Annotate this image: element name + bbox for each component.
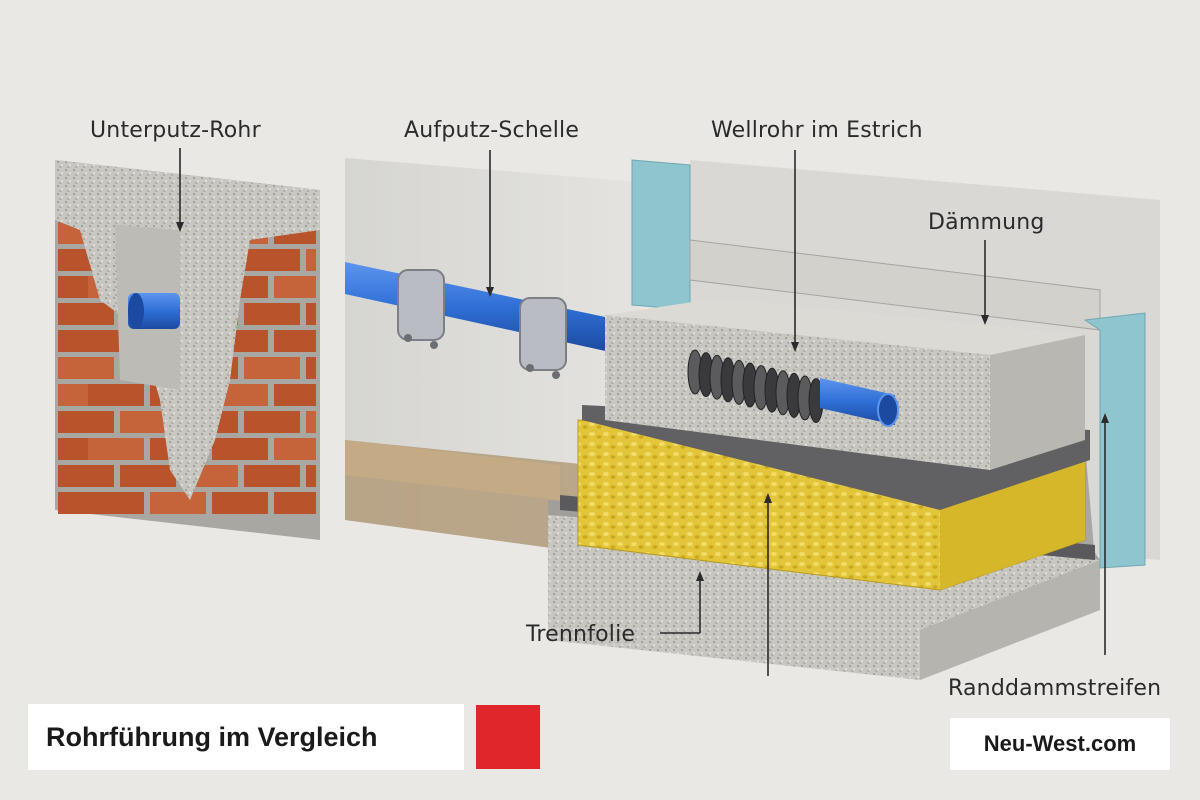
brick — [150, 492, 206, 514]
label-unterputz-rohr: Unterputz-Rohr — [90, 118, 261, 143]
concealed-pipe — [128, 293, 180, 329]
brick — [244, 465, 300, 487]
label-daemmung: Dämmung — [928, 210, 1045, 235]
logo-box — [476, 705, 540, 769]
brick — [212, 438, 268, 460]
footer-title-box: Rohrführung im Vergleich — [28, 704, 464, 770]
brick — [58, 465, 114, 487]
brick — [88, 438, 144, 460]
brick — [306, 411, 316, 433]
brick — [306, 357, 316, 379]
label-trennfolie: Trennfolie — [526, 622, 635, 647]
footer-title: Rohrführung im Vergleich — [46, 722, 378, 753]
brick — [244, 303, 300, 325]
brick — [274, 492, 316, 514]
brick — [88, 492, 144, 514]
brick — [306, 303, 316, 325]
brick — [274, 276, 316, 298]
brick — [244, 249, 300, 271]
brick — [212, 492, 268, 514]
brand-box: Neu-West.com — [950, 718, 1170, 770]
label-randdammstreifen: Randdammstreifen — [948, 676, 1161, 701]
brick — [274, 384, 316, 406]
brick — [306, 465, 316, 487]
brick — [274, 438, 316, 460]
label-wellrohr-estrich: Wellrohr im Estrich — [711, 118, 923, 143]
edge-strip-left — [632, 160, 690, 310]
brick-wall — [55, 160, 320, 540]
brick — [306, 249, 316, 271]
brick — [58, 411, 114, 433]
brick — [58, 357, 114, 379]
brick — [88, 384, 144, 406]
brand-name: Neu-West.com — [984, 731, 1136, 757]
pipe-clamp — [398, 270, 444, 349]
pipe-clamp — [520, 298, 566, 379]
brick — [274, 330, 316, 352]
brick — [58, 303, 114, 325]
label-aufputz-schelle: Aufputz-Schelle — [404, 118, 579, 143]
brick — [120, 465, 176, 487]
brick — [244, 357, 300, 379]
brick — [244, 411, 300, 433]
